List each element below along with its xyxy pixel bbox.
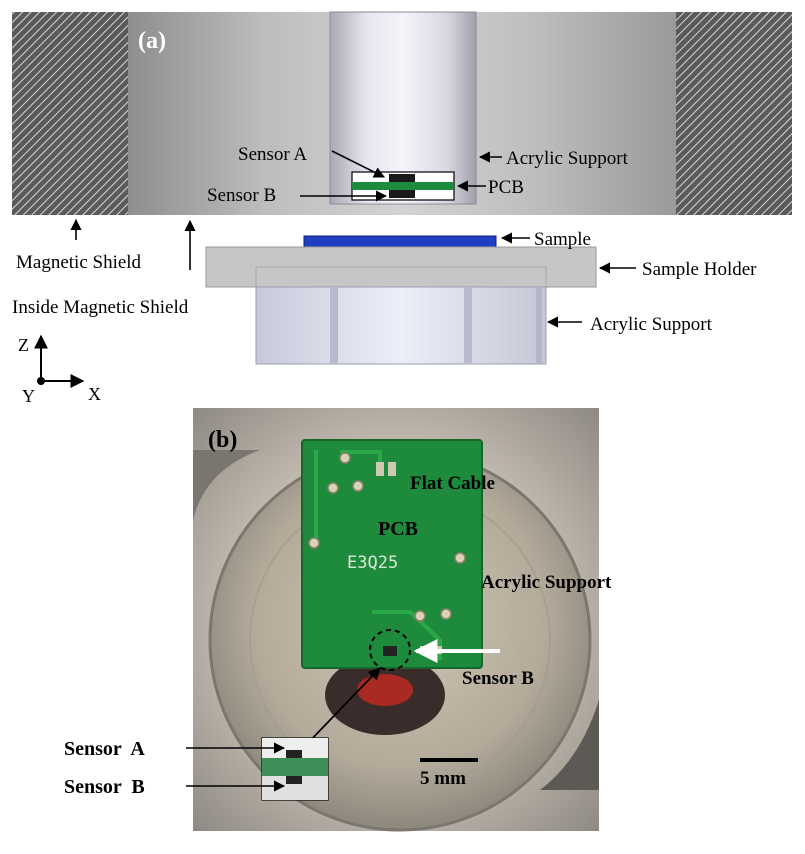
label-sensor-b-photo: Sensor B — [462, 668, 534, 689]
label-pcb-a: PCB — [488, 177, 524, 198]
scale-bar-label: 5 mm — [420, 768, 466, 789]
panel-a-label: (a) — [138, 28, 166, 54]
label-sensor-b: Sensor B — [207, 185, 276, 206]
sensor-assembly — [351, 171, 455, 201]
label-inset-sensor-a: Sensor A — [64, 738, 145, 760]
sample — [303, 235, 497, 248]
photo-dark-corner-right — [540, 700, 599, 790]
panel-b-label: (b) — [208, 427, 237, 453]
inset-pcb-layer — [262, 758, 328, 776]
axis-label-y: Y — [22, 386, 35, 406]
label-inset-sensor-b: Sensor B — [64, 776, 145, 798]
label-acrylic-support-b: Acrylic Support — [481, 572, 612, 593]
label-acrylic-support-top: Acrylic Support — [506, 148, 629, 169]
label-acrylic-support-bottom: Acrylic Support — [590, 314, 713, 335]
pcb-code-text: E3Q25 — [347, 553, 398, 573]
inset-sensor-b-chip — [286, 776, 302, 784]
label-magnetic-shield: Magnetic Shield — [16, 252, 142, 273]
label-sample-holder: Sample Holder — [642, 259, 757, 280]
magnetic-shield-left-wall — [12, 12, 128, 215]
sensor-b-chip — [389, 190, 415, 198]
axis-label-z: Z — [18, 335, 29, 355]
coordinate-axes: Z Y X — [18, 334, 101, 406]
label-flat-cable: Flat Cable — [410, 473, 495, 494]
panel-b: E3Q25 (b) Flat Cable PCB Acrylic Support… — [193, 408, 612, 832]
panel-a: (a) Sensor A Sensor B Acrylic Support PC… — [12, 11, 792, 406]
label-sensor-a: Sensor A — [238, 144, 307, 165]
acrylic-support-bottom — [255, 286, 547, 365]
sensor-b-highlight-circle — [369, 629, 411, 671]
photo-dark-corner — [193, 450, 260, 520]
y-axis-dot — [37, 377, 45, 385]
label-inside-magnetic-shield: Inside Magnetic Shield — [12, 297, 189, 318]
arrow-sensor-a — [331, 150, 386, 178]
sensor-a-chip — [389, 174, 415, 182]
label-sample: Sample — [534, 229, 591, 250]
inset-sensor-a-chip — [286, 750, 302, 758]
pcb-sensor-chip — [383, 646, 397, 656]
magnetic-shield-right-wall — [676, 12, 792, 215]
red-wire — [357, 674, 413, 706]
axis-label-x: X — [88, 384, 101, 404]
label-pcb-b: PCB — [378, 518, 418, 540]
pcb-layer — [352, 182, 454, 190]
